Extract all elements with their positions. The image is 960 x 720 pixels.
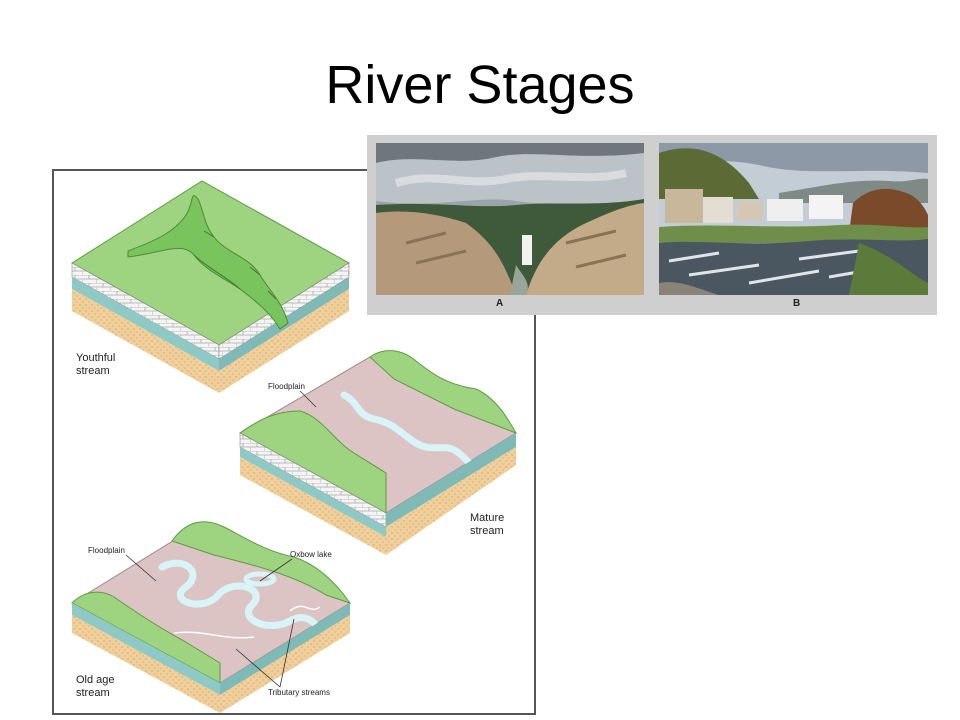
photo-a-label: A (496, 298, 504, 309)
youthful-label-2: stream (76, 365, 110, 377)
youthful-block (71, 180, 350, 393)
photo-a-canyon (376, 143, 644, 295)
old-age-block (71, 521, 352, 713)
photo-b-river (659, 143, 928, 295)
tributary-streams-label: Tributary streams (268, 688, 330, 697)
photo-b-label: B (793, 298, 801, 309)
mature-label-1: Mature (470, 512, 504, 524)
old-age-label-1: Old age (76, 674, 115, 686)
youthful-label-1: Youthful (76, 352, 115, 364)
photo-panel: A B (367, 135, 937, 315)
old-age-label-2: stream (76, 687, 110, 699)
slide-title: River Stages (325, 55, 635, 115)
floodplain-old-label: Floodplain (88, 546, 125, 555)
mature-label-2: stream (470, 525, 504, 537)
floodplain-mature-label: Floodplain (268, 382, 305, 391)
oxbow-lake-label: Oxbow lake (290, 550, 332, 559)
block-diagrams: Youthful stream Floodplain Mature stream (71, 180, 518, 713)
mature-block (238, 350, 518, 555)
